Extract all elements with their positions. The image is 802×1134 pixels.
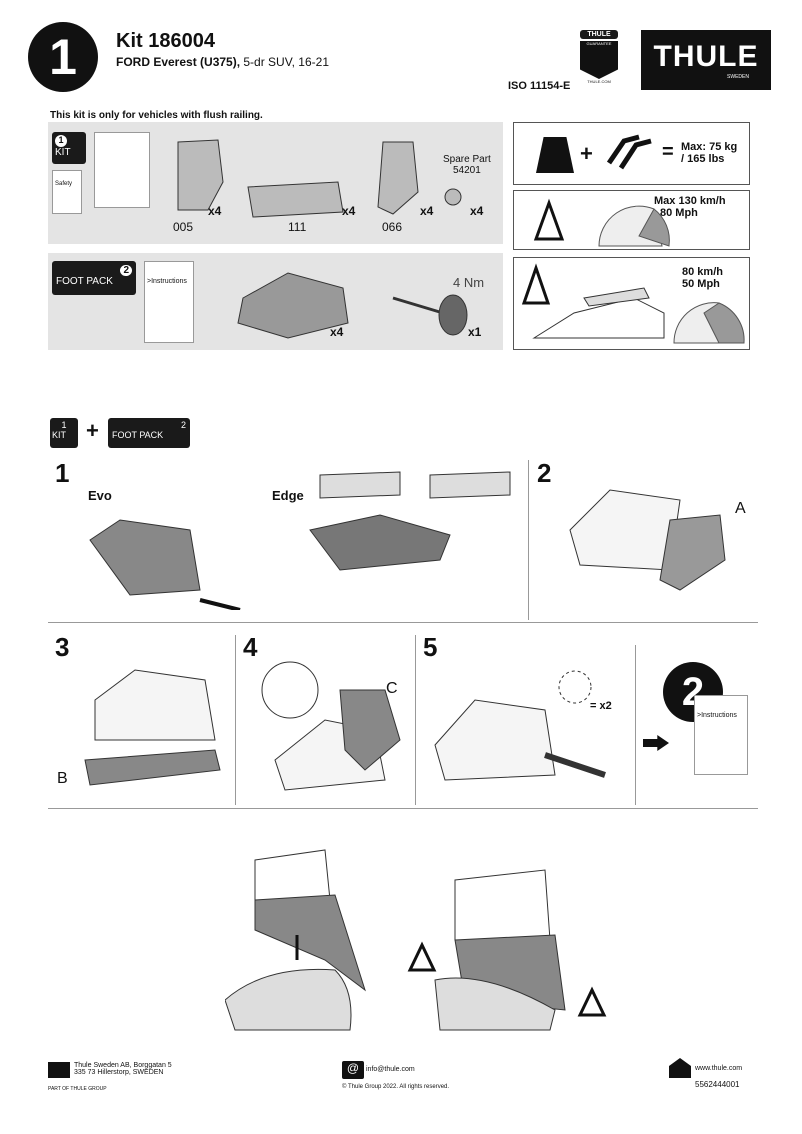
document-number: 5562444001 [695,1080,740,1089]
step-2-illustration [569,489,726,591]
foot-pack-illustration [237,272,468,339]
guarantee-badge: THULE GUARANTEE THULE.COM [580,30,618,92]
website-link[interactable]: www.thule.com [695,1065,743,1072]
arrow-right-icon [643,735,669,751]
step-1-edge: Edge [272,488,304,503]
step-4-label-c: C [386,680,398,697]
roof-bars-icon [606,134,652,170]
foot-pack-panel: 2 FOOT PACK >Instructions x4 4 Nm x1 [48,253,503,350]
max-load: Max: 75 kg/ 165 lbs [681,141,738,165]
step-4-illustration [261,661,401,791]
copyright: © Thule Group 2022. All rights reserved. [342,1084,450,1090]
foot-pack-badge: 2 FOOT PACK [52,261,136,295]
tool-qty: x1 [468,325,482,339]
kit-badge: 1 KIT [52,132,86,164]
foot-instructions-label: >Instructions [147,278,187,285]
part-005-icon [177,139,224,211]
safety-booklet: Safety [52,170,82,214]
guarantee-url: THULE.COM [587,79,611,84]
mail-icon [48,1062,70,1078]
step-3-illustration [84,669,221,786]
spare-part-qty: x4 [470,204,484,218]
vehicle-details: 5-dr SUV, 16-21 [240,55,329,69]
vehicle-model: FORD Everest (U375), [116,55,241,69]
torque-value: 4 Nm [453,275,485,290]
guarantee-shield-icon: GUARANTEE [580,41,618,79]
step-4-number: 4 [243,632,258,662]
foot-pack-badge-num: 2 [56,265,132,276]
step-5-number: 5 [423,632,438,662]
group-label: PART OF THULE GROUP [48,1086,107,1092]
part-111-qty: x4 [342,204,356,218]
part-111-code: 111 [288,220,307,234]
equals-sign: = [662,141,674,163]
foot-instruction-sheet: >Instructions [144,261,194,343]
thule-logo: THULE SWEDEN [641,30,771,90]
car-icon [532,297,665,339]
combo-plus: + [86,418,99,443]
part-066-icon [377,141,419,215]
next-instruction-sheet: >Instructions [694,695,748,775]
step-circle: 1 [28,22,98,92]
part-066-code: 066 [382,220,403,234]
kit-parts-illustration [177,139,462,218]
home-icon [669,1058,691,1078]
torque-tool-icon [392,296,444,315]
step-2-label-a: A [735,500,746,517]
flush-railing-notice: This kit is only for vehicles with flush… [50,110,263,121]
safety-label: Safety [55,181,73,187]
email-icon: @ [342,1061,364,1079]
guarantee-brand: THULE [580,30,618,39]
kit-instruction-sheet [94,132,150,208]
step-5-illustration [434,670,606,781]
speed-illustration [533,198,670,247]
step-3-label-b: B [57,770,68,787]
foot-qty: x4 [330,325,344,339]
foot-icon [237,272,349,339]
kit-badge-label: KIT [55,147,71,158]
part-005-code: 005 [173,220,194,234]
spare-part-icon [444,188,462,206]
step-1-number: 1 [55,458,70,488]
logo-text: THULE [653,40,759,73]
step-1-evo: Evo [88,488,112,503]
guarantee-text: GUARANTEE [586,41,612,46]
iso-label: ISO 11154-E [508,80,571,92]
spare-part-code: 54201 [453,165,481,176]
foot-pack-badge-label: FOOT PACK [56,276,113,287]
step-2-number: 2 [537,458,552,488]
step-1-illustration [89,471,511,610]
logo-sub: SWEDEN [727,74,749,80]
kit-panel: 1 KIT Safety x4 005 x4 111 x4 066 Spare … [48,122,503,244]
wind-illustration [521,263,745,344]
load-box: + = Max: 75 kg/ 165 lbs [513,122,750,185]
next-instructions-label: >Instructions [697,712,737,719]
email-link[interactable]: info@thule.com [366,1066,415,1073]
vehicle: FORD Everest (U375), 5-dr SUV, 16-21 [116,55,329,69]
part-066-qty: x4 [420,204,434,218]
mounting-detail-illustration [225,849,607,1031]
part-005-qty: x4 [208,204,222,218]
plus-sign: + [580,141,593,166]
warning-icon [521,263,551,305]
step-5-count: = x2 [590,700,612,712]
part-111-icon [247,181,344,218]
kit-title: Kit 186004 [116,30,215,52]
kit-badge-num: 1 [55,135,67,147]
warning-icon [533,198,565,241]
next-step-circle: 2 [663,662,723,722]
step-3-number: 3 [55,632,70,662]
